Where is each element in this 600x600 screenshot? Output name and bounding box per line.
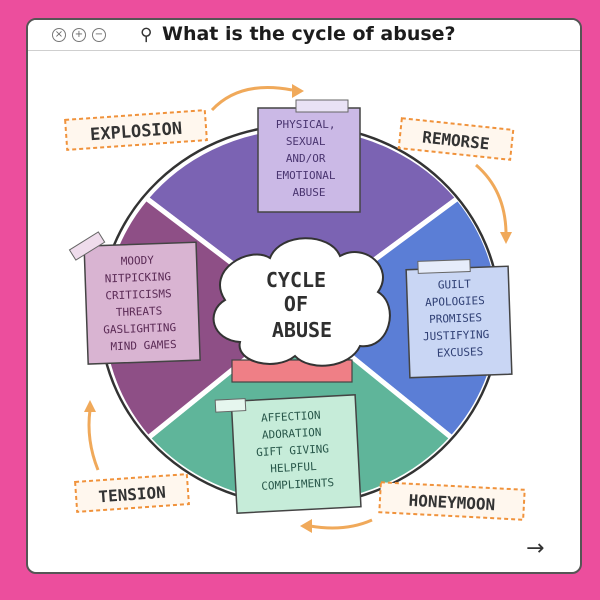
note-honeymoon-line: GIFT GIVING: [256, 442, 329, 459]
note-tension-line: CRITICISMS: [105, 287, 172, 302]
note-honeymoon-line: AFFECTION: [261, 409, 321, 425]
search-icon[interactable]: ⚲: [140, 25, 153, 45]
note-tension-line: THREATS: [116, 304, 163, 319]
arrow-remorse-honeymoon: [475, 163, 508, 233]
svg-text:PHYSICAL, SEXUAL A: PHYSICAL, SEXUAL AND/OR EMOTIONAL ABUSE: [276, 118, 342, 199]
note-tension-line: NITPICKING: [105, 270, 172, 285]
label-tension-text: TENSION: [98, 483, 167, 507]
page-title: What is the cycle of abuse?: [162, 23, 456, 45]
center-title-line3: ABUSE: [272, 318, 332, 342]
note-tension-line: GASLIGHTING: [103, 321, 176, 337]
note-tension: MOODY NITPICKING CRITICISMS THREATS GASL…: [68, 231, 201, 365]
label-honeymoon: HONEYMOON: [378, 481, 526, 521]
close-button[interactable]: ×: [52, 28, 66, 42]
label-explosion: EXPLOSION: [64, 109, 208, 151]
note-explosion-line: ABUSE: [292, 186, 325, 199]
label-tension: TENSION: [74, 473, 190, 513]
arrow-tension-explosion: [87, 409, 100, 471]
note-explosion-line: PHYSICAL,: [276, 118, 336, 131]
center-title-line1: CYCLE: [266, 268, 326, 292]
title-bar: × + − ⚲ What is the cycle of abuse?: [28, 20, 580, 51]
note-honeymoon: AFFECTION ADORATION GIFT GIVING HELPFUL …: [214, 394, 362, 514]
note-honeymoon-line: COMPLIMENTS: [261, 476, 334, 493]
maximize-button[interactable]: +: [72, 28, 86, 42]
note-remorse-line: PROMISES: [429, 311, 482, 326]
note-explosion-line: AND/OR: [286, 152, 326, 165]
arrow-heads: [84, 84, 512, 533]
note-remorse: GUILT APOLOGIES PROMISES JUSTIFYING EXCU…: [405, 259, 513, 379]
svg-text:MOODY NITPICKING C: MOODY NITPICKING CRITICISMS THREATS GASL…: [101, 253, 184, 354]
svg-text:AFFECTION ADORATION: AFFECTION ADORATION GIFT GIVING HELPFUL …: [254, 408, 338, 493]
note-tension-line: MIND GAMES: [110, 338, 177, 353]
note-explosion-line: SEXUAL: [286, 135, 326, 148]
arrow-honeymoon-tension: [309, 518, 373, 530]
arrow-explosion-remorse: [210, 86, 293, 112]
note-explosion-line: EMOTIONAL: [276, 169, 336, 182]
note-remorse-line: JUSTIFYING: [423, 328, 490, 343]
note-honeymoon-line: HELPFUL: [270, 460, 317, 475]
note-remorse-line: EXCUSES: [437, 345, 484, 360]
label-honeymoon-text: HONEYMOON: [408, 491, 496, 515]
label-remorse: REMORSE: [397, 117, 515, 161]
note-remorse-line: GUILT: [438, 278, 472, 292]
note-honeymoon-line: ADORATION: [262, 426, 322, 442]
minimize-button[interactable]: −: [92, 28, 106, 42]
center-cloud: CYCLE OF ABUSE: [212, 237, 391, 383]
note-explosion: PHYSICAL, SEXUAL AND/OR EMOTIONAL ABUSE: [257, 99, 361, 213]
center-title-line2: OF: [284, 292, 308, 316]
svg-text:GUILT APOLOGIES PR: GUILT APOLOGIES PROMISES JUSTIFYING EXCU…: [421, 277, 497, 360]
next-arrow-icon[interactable]: →: [526, 536, 545, 561]
svg-text:CYCLE OF ABUSE: CYCLE OF ABUSE: [266, 268, 338, 342]
note-tension-line: MOODY: [121, 254, 155, 268]
cycle-arrows: [87, 86, 508, 530]
note-remorse-line: APOLOGIES: [425, 294, 485, 309]
